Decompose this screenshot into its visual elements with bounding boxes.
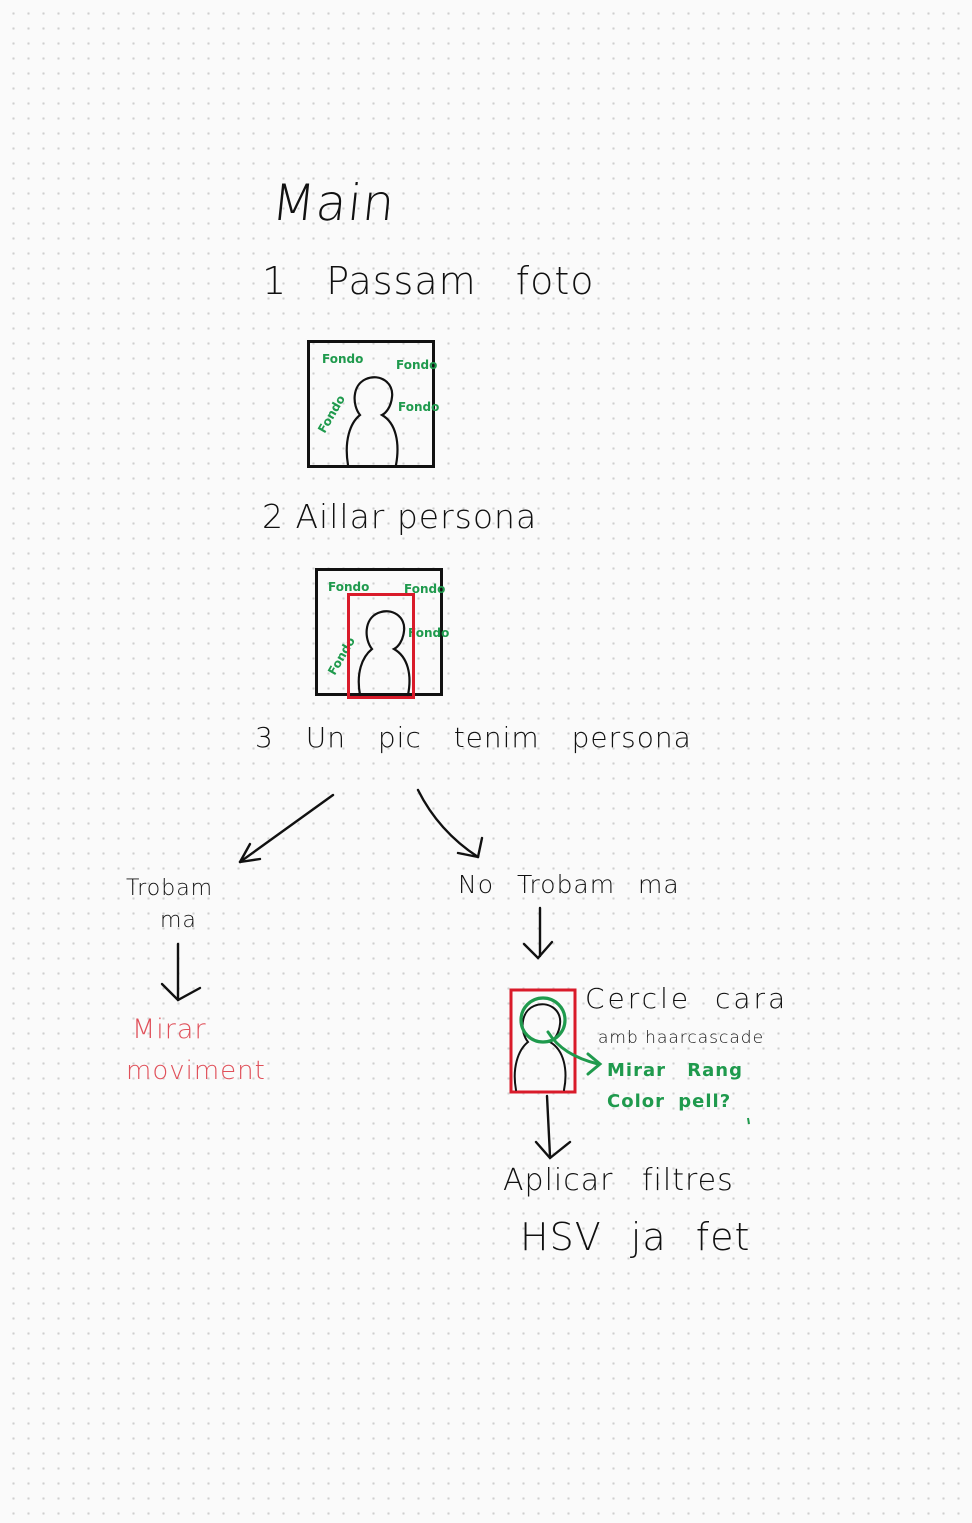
person-bounding-box	[509, 988, 577, 1094]
photo-frame-isolated: Fondo Fondo Fondo Fondo	[315, 568, 449, 699]
person-bounding-box	[347, 593, 415, 699]
left-result-label: Mirar	[132, 1014, 207, 1045]
final-step-label: Aplicar filtres	[503, 1163, 734, 1198]
fondo-label: Fondo	[396, 358, 438, 372]
branch-found-hand-label-line2: ma	[160, 908, 197, 933]
step-1-label: 1 Passam foto	[262, 259, 595, 303]
fondo-label: Fondo	[404, 582, 446, 596]
arrow-left-branch-icon	[238, 793, 335, 864]
fondo-label: Fondo	[408, 626, 450, 640]
arrow-down-icon	[160, 942, 202, 1002]
photo-frame-original: Fondo Fondo Fondo Fondo	[307, 340, 439, 468]
branch-found-hand-label: Trobam	[126, 876, 214, 901]
step-3-label: 3 Un pic tenim persona	[255, 721, 692, 754]
face-detection-circle-icon	[519, 996, 567, 1044]
fondo-label: Fondo	[398, 400, 440, 414]
step-2-label: 2 Aillar persona	[262, 497, 538, 536]
arrow-down-icon	[534, 1094, 572, 1160]
person-silhouette-icon	[345, 376, 399, 467]
skin-color-note-line2: Color pell?	[607, 1091, 732, 1112]
skin-color-note: Mirar Rang	[607, 1060, 743, 1081]
person-silhouette-icon	[513, 1003, 567, 1091]
arrow-green-icon	[546, 1030, 603, 1076]
fondo-label: Fondo	[328, 580, 370, 594]
fondo-label: Fondo	[322, 352, 364, 366]
left-result-label-line2: moviment	[126, 1056, 266, 1086]
branch-no-hand-label: No Trobam ma	[458, 870, 680, 899]
arrow-down-icon	[522, 906, 554, 960]
person-silhouette-icon	[357, 610, 411, 697]
face-step-label: Cercle cara	[585, 982, 789, 1015]
face-step-label-line2: amb haarcascade	[598, 1028, 765, 1048]
arrow-right-branch-icon	[416, 788, 484, 859]
final-step-label-line2: HSV ja fet	[520, 1215, 751, 1259]
